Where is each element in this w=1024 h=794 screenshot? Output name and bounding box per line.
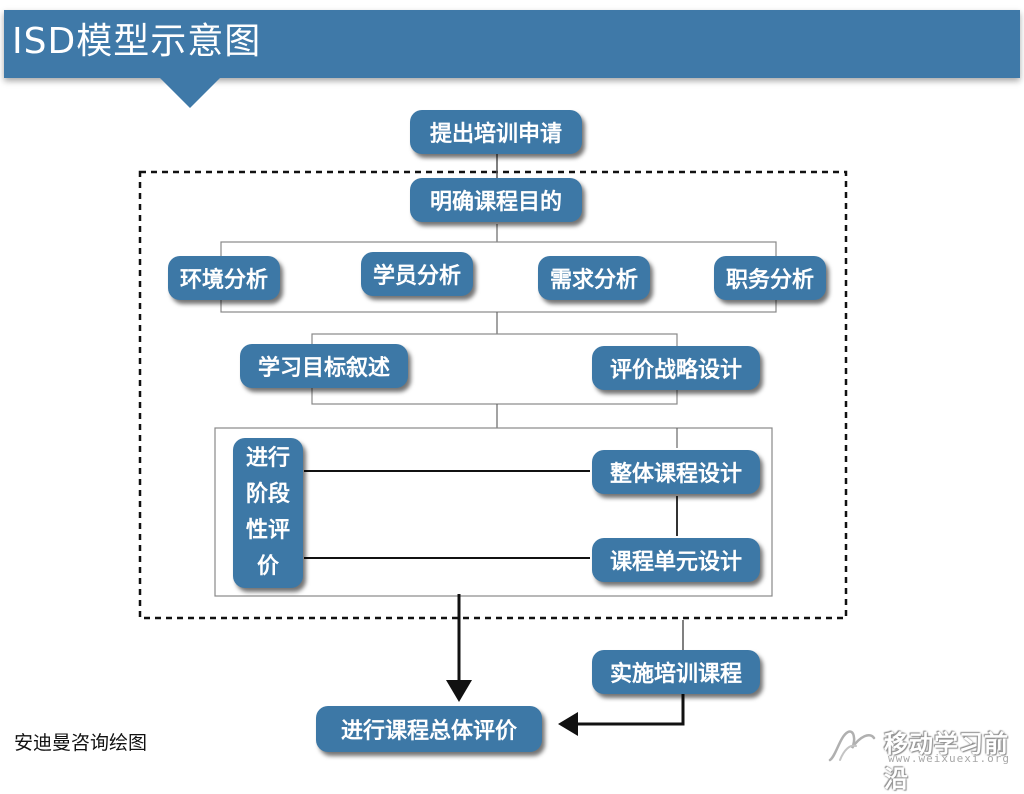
analysis-bracket [220,241,777,313]
node-stage-evaluation: 进行阶段性评价 [233,438,303,588]
arrow-from-implement [574,694,685,726]
watermark-url: www.weixuexi.org [888,752,1010,765]
arrow-head-left [558,712,578,736]
node-learner-analysis: 学员分析 [361,252,473,296]
node-unit-design: 课程单元设计 [592,538,760,582]
node-needs-analysis: 需求分析 [538,256,650,300]
node-clarify-goal: 明确课程目的 [410,178,582,222]
dashed-boundary [138,170,848,620]
node-implement-course: 实施培训课程 [592,650,760,694]
page-title: ISD模型示意图 [12,21,262,62]
node-apply-training: 提出培训申请 [410,110,582,154]
development-box [214,427,773,597]
node-objective-statement: 学习目标叙述 [240,344,408,388]
arrow-head-down [446,680,472,702]
node-overall-design: 整体课程设计 [592,450,760,494]
watermark: 移动学习前沿 www.weixuexi.org [826,724,1022,793]
title-banner [4,10,1020,78]
node-evaluation-strategy: 评价战略设计 [592,346,760,390]
node-env-analysis: 环境分析 [168,256,280,300]
watermark-logo-icon [828,730,876,762]
node-overall-evaluation: 进行课程总体评价 [316,706,542,752]
banner-pointer [158,76,222,108]
node-job-analysis: 职务分析 [714,256,826,300]
credit-text: 安迪曼咨询绘图 [14,732,148,754]
